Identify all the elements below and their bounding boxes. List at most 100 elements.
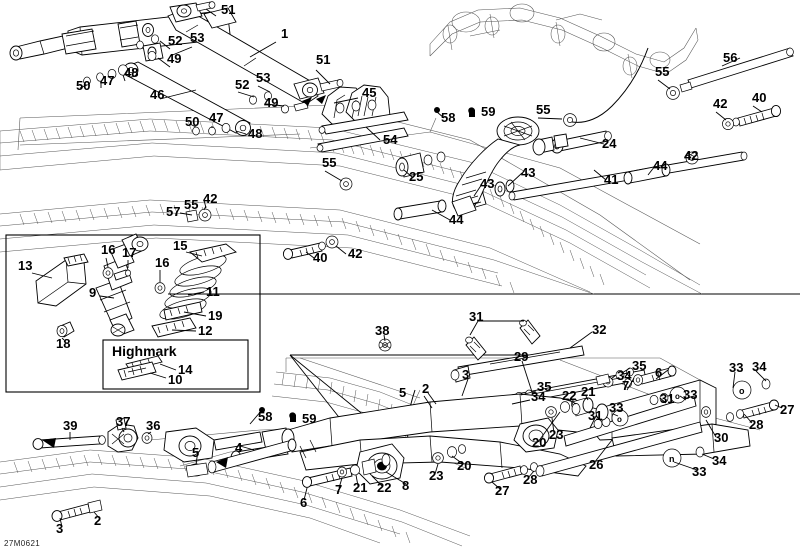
callout-55c: 55 [322, 155, 336, 170]
part-2-3-bolt [51, 499, 103, 522]
callout-33c: 33 [683, 387, 697, 402]
callout-42c: 42 [203, 191, 217, 206]
part-18-clip [56, 321, 75, 338]
callout-21b: 21 [353, 480, 367, 495]
upper-right-phantom-arm [429, 3, 699, 79]
callout-43b: 43 [480, 176, 494, 191]
callout-16b: 16 [155, 255, 169, 270]
callout-58b: 58 [258, 409, 272, 424]
callout-48b: 48 [248, 126, 262, 141]
callout-35b: 35 [537, 379, 551, 394]
part-17-pin [113, 269, 131, 281]
part-44-42-right [623, 151, 699, 185]
highmark-subbox [102, 339, 249, 390]
part-27-28-bolts [483, 399, 780, 484]
callout-55d: 55 [184, 197, 198, 212]
callout-53: 53 [190, 30, 204, 45]
part-39-rod [32, 435, 106, 450]
callout-30: 30 [714, 430, 728, 445]
rear-shock-body [451, 116, 540, 217]
callout-58: 58 [441, 110, 455, 125]
callout-55: 55 [536, 102, 550, 117]
callout-56: 56 [723, 50, 737, 65]
callout-38: 38 [375, 323, 389, 338]
callout-29: 29 [514, 349, 528, 364]
callout-34c: 34 [531, 389, 546, 404]
callout-3: 3 [462, 367, 469, 382]
callout-26: 26 [589, 457, 603, 472]
callout-49b: 49 [264, 95, 278, 110]
part-54-rail [316, 111, 409, 153]
part-31-bolts-top [465, 319, 541, 361]
callout-7b: 7 [335, 482, 342, 497]
part-16-washers [102, 267, 166, 294]
part-37-36 [107, 417, 153, 453]
callout-51: 51 [221, 2, 235, 17]
callout-23b: 23 [429, 468, 443, 483]
callout-51b: 51 [316, 52, 330, 67]
callout-23: 23 [549, 427, 563, 442]
callout-6b: 6 [300, 495, 307, 510]
callout-36: 36 [146, 418, 160, 433]
callout-34d: 34 [712, 453, 727, 468]
callout-10: 10 [168, 372, 182, 387]
part-13-reservoir [35, 253, 89, 307]
callout-11: 11 [206, 284, 220, 299]
callout-16: 16 [101, 242, 115, 257]
callout-37: 37 [116, 414, 130, 429]
callout-41: 41 [604, 172, 618, 187]
callout-31: 31 [469, 309, 483, 324]
callout-12: 12 [198, 323, 212, 338]
callout-25: 25 [409, 169, 423, 184]
marker-58-59-upper [434, 107, 475, 117]
part-25-bushing [395, 151, 446, 178]
callout-7: 7 [622, 378, 629, 393]
callout-34b: 34 [752, 359, 767, 374]
callout-59b: 59 [302, 411, 316, 426]
part-6-bolt-lower [301, 453, 391, 488]
callout-33: 33 [729, 360, 743, 375]
svg-text:o: o [617, 415, 622, 424]
callout-35: 35 [632, 358, 646, 373]
highmark-label: Highmark [112, 343, 177, 359]
callout-40: 40 [752, 90, 766, 105]
callout-43: 43 [521, 165, 535, 180]
callout-33b: 33 [609, 400, 623, 415]
callout-42: 42 [713, 96, 727, 111]
inset-leaders [31, 251, 207, 379]
part-4-bar [185, 438, 297, 478]
callout-15: 15 [173, 238, 187, 253]
callout-50: 50 [76, 78, 90, 93]
callout-32: 32 [592, 322, 606, 337]
part-1-shock-rod [167, 2, 325, 105]
callout-28b: 28 [523, 472, 537, 487]
part-40-bolt [722, 104, 782, 130]
callout-17: 17 [122, 245, 136, 260]
callout-20b: 20 [457, 458, 471, 473]
fastener-51-group [195, 1, 344, 92]
part-26-arm [535, 395, 703, 477]
part-55-57-hardware [185, 86, 680, 223]
part-40-42-mid [282, 235, 339, 260]
callout-54: 54 [383, 132, 398, 147]
diagram-watermark: 27M0621 [4, 539, 40, 548]
part-56-rod [679, 47, 794, 93]
cable-curve-upper [571, 47, 649, 123]
track-belt-lower [0, 371, 471, 547]
part-45-bracket [302, 84, 391, 125]
callout-20: 20 [532, 435, 546, 450]
callout-22b: 22 [377, 480, 391, 495]
callout-1: 1 [281, 26, 288, 41]
callout-28: 28 [749, 417, 763, 432]
lower-panel-art: n o o [0, 319, 780, 547]
callout-18: 18 [56, 336, 70, 351]
callout-33d: 33 [692, 464, 706, 479]
callout-34: 34 [617, 368, 632, 383]
shock-detail-inset [5, 233, 261, 393]
callout-49: 49 [167, 51, 181, 66]
callout-24: 24 [602, 136, 617, 151]
track-belt-upper [0, 118, 703, 295]
